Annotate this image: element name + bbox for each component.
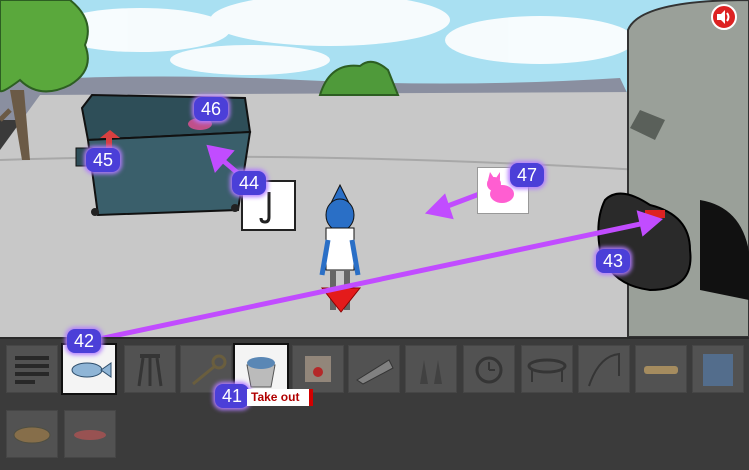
hotspot-badge-46[interactable]: 46 bbox=[194, 97, 228, 121]
game-scene[interactable]: 46 45 44 47 43 bbox=[0, 0, 749, 337]
key-icon bbox=[192, 354, 227, 386]
inventory-slot-fishing-rod[interactable] bbox=[578, 345, 630, 393]
inventory-slot-crossword-grid[interactable] bbox=[6, 345, 58, 393]
hotspot-badge-43[interactable]: 43 bbox=[596, 249, 630, 273]
inventory-slot-traffic-cones[interactable] bbox=[405, 345, 457, 393]
cat-icon bbox=[487, 172, 514, 203]
clouds bbox=[50, 0, 635, 75]
smoke-detector-icon bbox=[305, 356, 331, 382]
hotspot-badge-44[interactable]: 44 bbox=[232, 171, 266, 195]
inventory-slot-meat[interactable] bbox=[64, 410, 116, 458]
stool-icon bbox=[137, 354, 163, 387]
take-out-tooltip[interactable]: Take out bbox=[247, 389, 313, 406]
alarm-clock-icon bbox=[475, 356, 503, 384]
meat-icon bbox=[74, 430, 106, 440]
hotspot-badge-42[interactable]: 42 bbox=[67, 329, 101, 353]
tree bbox=[0, 0, 89, 160]
inventory-slot-bowl[interactable] bbox=[6, 410, 58, 458]
inventory-bar bbox=[0, 337, 749, 470]
dustpan-icon bbox=[356, 359, 394, 385]
hint-lines bbox=[96, 144, 663, 337]
fish-icon bbox=[71, 362, 112, 378]
fishing-rod-icon bbox=[588, 352, 620, 387]
notepad-icon bbox=[703, 354, 733, 386]
cat-poster-card[interactable] bbox=[477, 167, 529, 214]
traffic-cones-icon bbox=[420, 360, 442, 384]
hook-icon bbox=[259, 192, 271, 224]
bush bbox=[318, 60, 400, 96]
inventory-slot-alarm-clock[interactable] bbox=[463, 345, 515, 393]
inventory-slot-dustpan[interactable] bbox=[348, 345, 400, 393]
hotspot-badge-47[interactable]: 47 bbox=[510, 163, 544, 187]
inventory-slot-trampoline[interactable] bbox=[521, 345, 573, 393]
crossword-grid-icon bbox=[15, 356, 49, 384]
trampoline-icon bbox=[527, 358, 567, 382]
scene-art bbox=[0, 0, 749, 337]
inventory-slot-notepad[interactable] bbox=[692, 345, 744, 393]
sound-toggle-button[interactable] bbox=[711, 4, 737, 30]
inventory-slot-smoke-detector[interactable] bbox=[292, 345, 344, 393]
sandwich-icon bbox=[644, 366, 678, 374]
hotspot-badge-45[interactable]: 45 bbox=[86, 148, 120, 172]
speaker-icon bbox=[717, 10, 730, 24]
bowl-icon bbox=[13, 426, 51, 444]
hotspot-badge-41[interactable]: 41 bbox=[215, 384, 249, 408]
inventory-slot-sandwich[interactable] bbox=[635, 345, 687, 393]
inventory-slot-stool[interactable] bbox=[124, 345, 176, 393]
bucket-of-fish-icon bbox=[246, 357, 276, 388]
